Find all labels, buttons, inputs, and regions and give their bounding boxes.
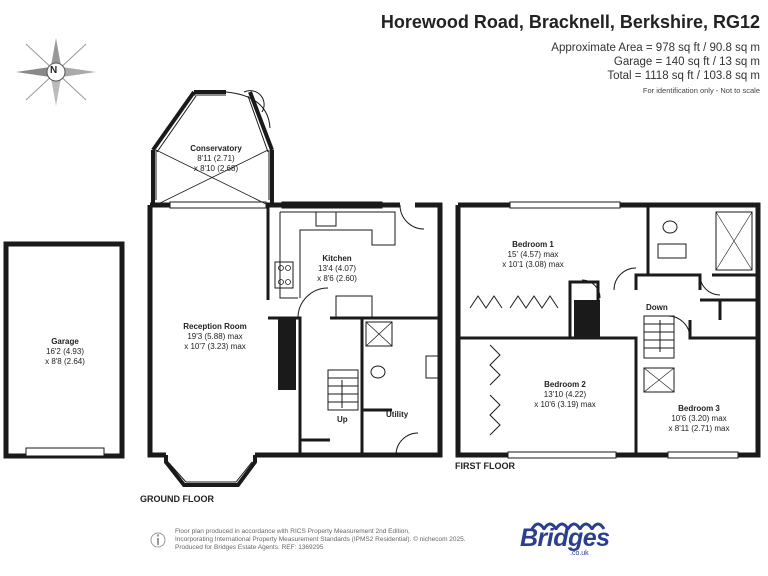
room-dimension: 10'6 (3.20) max: [671, 414, 727, 423]
room-dimension: 8'11 (2.71): [197, 154, 235, 163]
ground-interior-walls: [266, 205, 440, 455]
bridges-logo-arches-icon: [530, 522, 606, 530]
room-dimension: x 10'1 (3.08) max: [502, 260, 564, 269]
bedroom1-wardrobe: [469, 295, 559, 309]
ground-floor-label: GROUND FLOOR: [140, 494, 214, 504]
room-bedroom-3: Bedroom 3 10'6 (3.20) max x 8'11 (2.71) …: [654, 404, 744, 434]
room-name: Bedroom 2: [544, 380, 586, 389]
bath: [715, 211, 753, 271]
room-bedroom-1: Bedroom 1 15' (4.57) max x 10'1 (3.08) m…: [478, 240, 588, 270]
room-bedroom-2: Bedroom 2 13'10 (4.22) x 10'6 (3.19) max: [510, 380, 620, 410]
footer-line: Incorporating International Property Mea…: [175, 536, 466, 543]
kitchen-hob: [274, 261, 294, 289]
stairs-down: [643, 315, 675, 359]
room-dimension: x 8'8 (2.64): [45, 357, 85, 366]
room-dimension: x 10'7 (3.23) max: [184, 342, 246, 351]
stairs-up-label: Up: [337, 415, 348, 424]
bay-window: [164, 455, 257, 487]
stairs-down-label: Down: [646, 303, 668, 312]
room-dimension: 13'4 (4.07): [318, 264, 356, 273]
room-garage: Garage 16'2 (4.93) x 8'8 (2.64): [20, 337, 110, 367]
info-icon: [150, 532, 166, 548]
bedroom2-window: [507, 451, 617, 459]
property-address: Horewood Road, Bracknell, Berkshire, RG1…: [380, 12, 760, 32]
ground-toilet: [370, 365, 386, 379]
room-name: Garage: [51, 337, 79, 346]
first-toilet: [662, 220, 678, 234]
room-reception: Reception Room 19'3 (5.88) max x 10'7 (3…: [160, 322, 270, 352]
room-dimension: x 8'10 (2.68): [193, 164, 239, 173]
garage-door: [25, 447, 105, 457]
footer-line: Floor plan produced in accordance with R…: [175, 528, 410, 535]
room-dimension: x 8'6 (2.60): [317, 274, 357, 283]
scale-disclaimer: For identification only - Not to scale: [642, 86, 760, 95]
room-utility: Utility: [386, 410, 409, 419]
bedroom3-window: [667, 451, 739, 459]
room-dimension: 16'2 (4.93): [46, 347, 84, 356]
brand-logo-text: Bridges: [520, 524, 610, 552]
room-name: Reception Room: [183, 322, 247, 331]
total-area: Total = 1118 sq ft / 103.8 sq m: [607, 70, 760, 82]
brand-domain: .co.uk: [570, 550, 589, 557]
conservatory-door: [225, 91, 271, 129]
room-dimension: 13'10 (4.22): [543, 390, 587, 399]
kitchen-sink: [315, 211, 337, 227]
room-kitchen: Kitchen 13'4 (4.07) x 8'6 (2.60): [298, 254, 376, 284]
room-conservatory: Conservatory 8'11 (2.71) x 8'10 (2.68): [166, 144, 266, 174]
first-cupboard-block: [574, 300, 600, 338]
first-floor-walls: [455, 202, 761, 458]
compass-north-icon: [16, 38, 96, 106]
room-name: Conservatory: [190, 144, 242, 153]
bedroom2-wardrobe: [489, 344, 501, 436]
compass-label: N: [50, 65, 58, 76]
room-name: Bedroom 3: [678, 404, 720, 413]
conservatory-walls: [151, 90, 274, 205]
room-dimension: x 8'11 (2.71) max: [668, 424, 730, 433]
room-dimension: 19'3 (5.88) max: [187, 332, 243, 341]
footer-line: Produced for Bridges Estate Agents. REF:…: [175, 544, 324, 551]
garage-area: Garage = 140 sq ft / 13 sq m: [613, 56, 760, 68]
reception-window-top: [169, 201, 267, 209]
room-dimension: x 10'6 (3.19) max: [534, 400, 596, 409]
room-name: Kitchen: [322, 254, 352, 263]
shower: [365, 321, 393, 347]
room-dimension: 15' (4.57) max: [507, 250, 559, 259]
stairs-up: [327, 369, 359, 411]
room-name: Bedroom 1: [512, 240, 554, 249]
footer-disclaimer: Floor plan produced in accordance with R…: [175, 528, 466, 552]
reception-chimney: [278, 318, 296, 390]
bedroom1-window: [509, 201, 621, 209]
first-floor-label: FIRST FLOOR: [455, 461, 515, 471]
approximate-area: Approximate Area = 978 sq ft / 90.8 sq m: [551, 42, 760, 54]
